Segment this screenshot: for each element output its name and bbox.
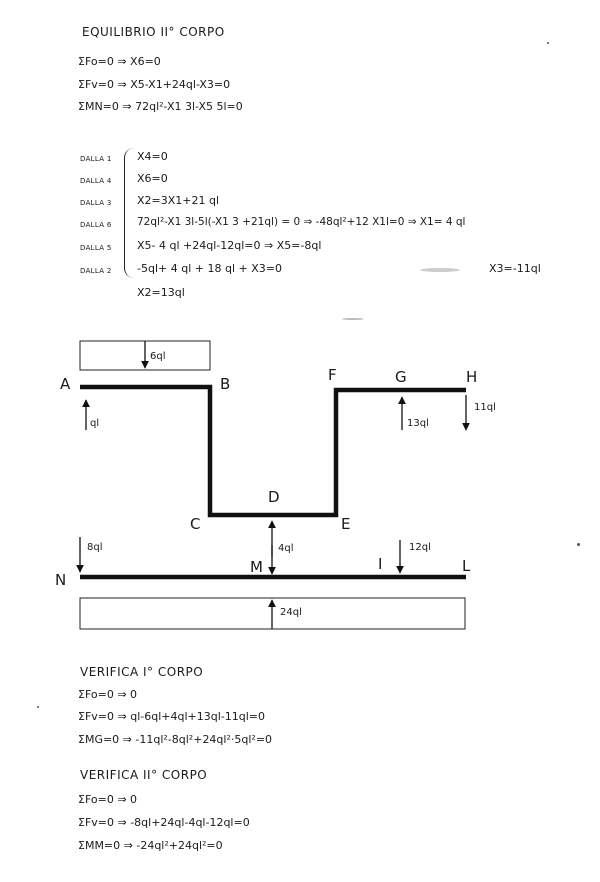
system-source-label: DALLA 4 (80, 177, 112, 185)
equation-moment-balance: ΣMN=0 ⇒ 72ql²-X1 3l-X5 5l=0 (78, 100, 243, 113)
verify1-horizontal: ΣFo=0 ⇒ 0 (78, 688, 138, 701)
system-source-label: DALLA 2 (80, 267, 112, 275)
load-label-h: 11ql (474, 402, 496, 413)
point-label-b: B (220, 375, 231, 393)
system-equation: 72ql²-X1 3l-5l(-X1 3 +21ql) = 0 ⇒ -48ql²… (137, 216, 466, 228)
system-equation: X6=0 (137, 172, 168, 185)
load-label-i: 12ql (409, 542, 431, 553)
verify2-horizontal: ΣFo=0 ⇒ 0 (78, 793, 138, 806)
system-source-label: DALLA 6 (80, 221, 112, 229)
load-label-connector: 4ql (278, 543, 294, 554)
equation-horizontal-balance: ΣFo=0 ⇒ X6=0 (78, 55, 161, 68)
point-label-i: I (378, 555, 383, 573)
system-source-label: DALLA 3 (80, 199, 112, 207)
point-label-m: M (250, 558, 263, 576)
beam-upper-body (80, 384, 466, 518)
point-label-c: C (190, 515, 201, 533)
system-equation: X4=0 (137, 150, 168, 163)
system-equation: X2=3X1+21 ql (137, 194, 220, 207)
system-source-label: DALLA 5 (80, 244, 112, 252)
system-source-label: DALLA 1 (80, 155, 112, 163)
verify1-vertical: ΣFv=0 ⇒ ql-6ql+4ql+13ql-11ql=0 (78, 710, 265, 723)
smudge (342, 318, 364, 320)
speck (547, 42, 549, 44)
section-title-equilibrio: EQUILIBRIO II° CORPO (82, 25, 225, 39)
point-label-l: L (462, 557, 471, 575)
speck (37, 706, 39, 708)
system-result-x2: X2=13ql (137, 286, 185, 299)
load-label-n: 8ql (87, 542, 103, 553)
system-brace (124, 148, 135, 278)
point-label-g: G (395, 368, 407, 386)
system-result-x3: X3=-11ql (489, 262, 541, 275)
system-equation: X5- 4 ql +24ql-12ql=0 ⇒ X5=-8ql (137, 239, 322, 252)
point-label-a: A (60, 375, 71, 393)
load-label-a: ql (90, 418, 100, 429)
system-equation: -5ql+ 4 ql + 18 ql + X3=0 (137, 262, 282, 275)
section-title-verifica-1: VERIFICA I° CORPO (80, 665, 204, 679)
speck (577, 543, 580, 546)
point-label-h: H (466, 368, 478, 386)
verify2-vertical: ΣFv=0 ⇒ -8ql+24ql-4ql-12ql=0 (78, 816, 250, 829)
load-label-bottom: 24ql (280, 607, 302, 618)
smudge (420, 268, 460, 272)
section-title-verifica-2: VERIFICA II° CORPO (80, 768, 208, 782)
point-label-n: N (55, 571, 67, 589)
load-label-top: 6ql (150, 351, 166, 362)
load-label-g: 13ql (407, 418, 429, 429)
point-label-e: E (341, 515, 351, 533)
point-label-d: D (268, 488, 280, 506)
verify1-moment: ΣMG=0 ⇒ -11ql²-8ql²+24ql²·5ql²=0 (78, 733, 273, 746)
point-label-f: F (328, 366, 337, 384)
verify2-moment: ΣMM=0 ⇒ -24ql²+24ql²=0 (78, 839, 223, 852)
equation-vertical-balance: ΣFv=0 ⇒ X5-X1+24ql-X3=0 (78, 78, 231, 91)
